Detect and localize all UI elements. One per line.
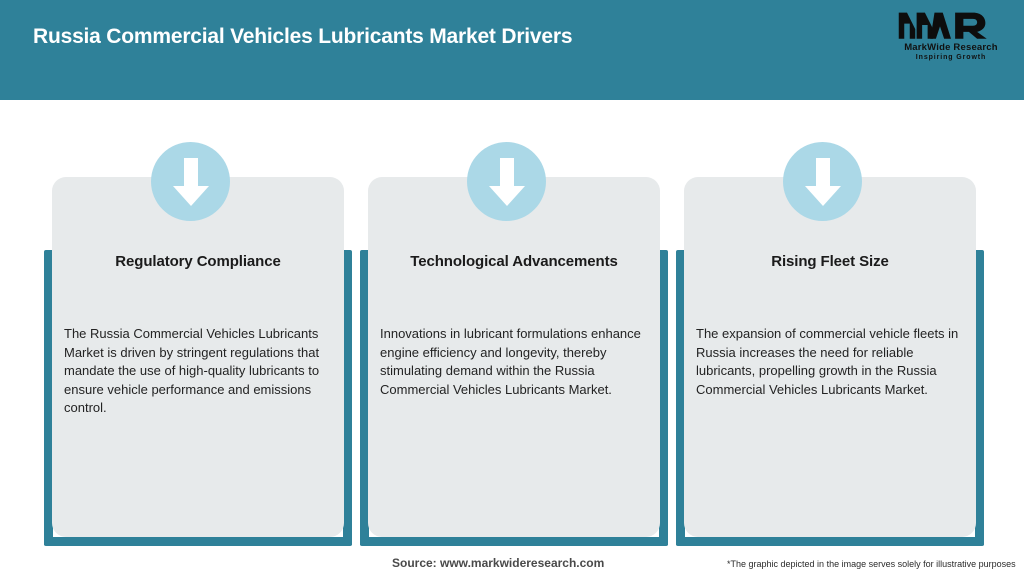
mwr-logo-icon (898, 12, 987, 39)
card-surface: Technological Advancements Innovations i… (368, 177, 660, 537)
card-body-text: The expansion of commercial vehicle flee… (696, 326, 959, 397)
card-body-text: The Russia Commercial Vehicles Lubricant… (64, 326, 320, 415)
card-frame-accent (360, 250, 668, 546)
down-arrow-glyph (172, 158, 209, 206)
down-arrow-icon (467, 142, 546, 221)
driver-card-2: Technological Advancements Innovations i… (360, 100, 676, 550)
card-title: Regulatory Compliance (115, 253, 281, 270)
card-surface: Regulatory Compliance The Russia Commerc… (52, 177, 344, 537)
down-arrow-icon (783, 142, 862, 221)
down-arrow-glyph (488, 158, 525, 206)
driver-card-3: Rising Fleet Size The expansion of comme… (676, 100, 992, 550)
card-frame-accent (44, 250, 352, 546)
card-body-text: Innovations in lubricant formulations en… (380, 326, 641, 397)
logo-tagline: Inspiring Growth (915, 54, 987, 61)
logo-company-name: MarkWide Research (904, 42, 998, 53)
source-label: Source: www.markwideresearch.com (392, 556, 605, 570)
card-title: Rising Fleet Size (771, 253, 889, 270)
disclaimer-label: *The graphic depicted in the image serve… (727, 559, 1016, 569)
page-title: Russia Commercial Vehicles Lubricants Ma… (33, 25, 573, 48)
brand-logo: MarkWide Research Inspiring Growth (896, 8, 1006, 68)
card-title: Technological Advancements (410, 253, 618, 270)
down-arrow-icon (151, 142, 230, 221)
page-header: Russia Commercial Vehicles Lubricants Ma… (0, 0, 1024, 100)
down-arrow-glyph (804, 158, 841, 206)
drivers-card-board: Regulatory Compliance The Russia Commerc… (0, 100, 1024, 576)
card-frame-accent (676, 250, 984, 546)
card-surface: Rising Fleet Size The expansion of comme… (684, 177, 976, 537)
driver-card-1: Regulatory Compliance The Russia Commerc… (44, 100, 360, 550)
